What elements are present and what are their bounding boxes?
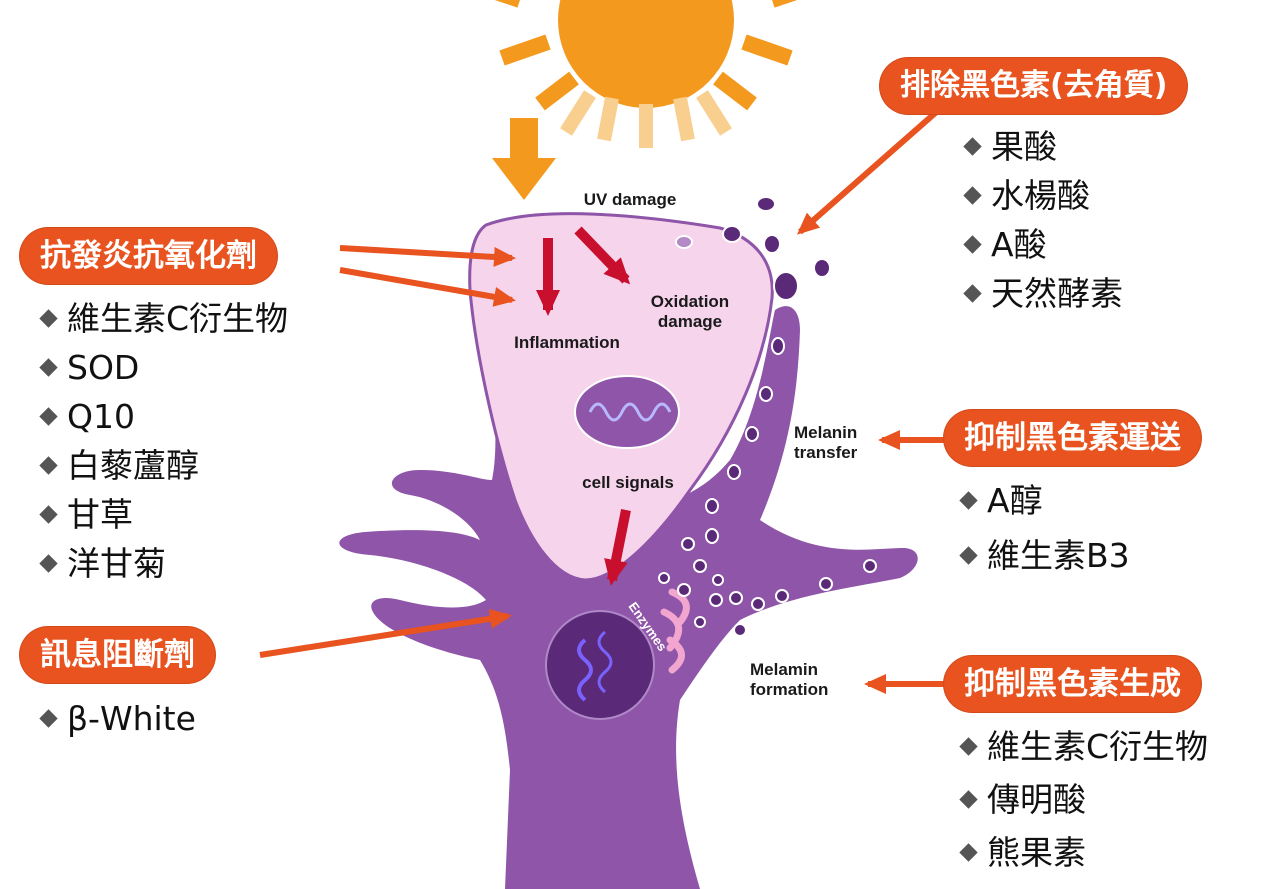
diamond-bullet-icon	[39, 456, 58, 475]
signal-list: β-White	[36, 694, 196, 743]
transfer-list: A醇 維生素B3	[956, 476, 1130, 580]
list-item-label: SOD	[67, 348, 140, 387]
list-item-label: β-White	[67, 699, 196, 738]
inflammation-label: Inflammation	[514, 333, 620, 352]
formation-title: 抑制黑色素生成	[944, 656, 1201, 712]
cell-signals-label: cell signals	[582, 473, 674, 492]
antiox-list: 維生素C衍生物 SOD Q10 白藜蘆醇 甘草 洋甘菊	[36, 294, 288, 588]
list-item-label: Q10	[67, 397, 135, 436]
list-item: A醇	[956, 476, 1130, 525]
melanin-transfer-label: Melanin transfer	[794, 423, 857, 463]
list-item-label: 白藜蘆醇	[67, 446, 199, 485]
list-item: 白藜蘆醇	[36, 441, 288, 490]
list-item-label: 洋甘菊	[67, 544, 166, 583]
list-item-label: 甘草	[67, 495, 133, 534]
list-item: A酸	[960, 220, 1123, 269]
list-item-label: 維生素B3	[987, 536, 1130, 575]
list-item: SOD	[36, 343, 288, 392]
list-item: Q10	[36, 392, 288, 441]
list-item-label: 天然酵素	[991, 274, 1123, 313]
pointer-arrows	[259, 97, 952, 694]
diamond-bullet-icon	[39, 554, 58, 573]
list-item-label: 熊果素	[987, 833, 1086, 872]
melanocyte-nucleus	[545, 610, 655, 720]
damage-arrows	[536, 226, 631, 586]
list-item: 熊果素	[956, 828, 1208, 877]
melanin-transfer-line1: Melanin	[794, 423, 858, 442]
signal-title: 訊息阻斷劑	[20, 627, 215, 683]
list-item-label: 水楊酸	[991, 176, 1090, 215]
list-item: 維生素C衍生物	[36, 294, 288, 343]
list-item-label: 果酸	[991, 127, 1057, 166]
list-item-label: 維生素C衍生物	[987, 727, 1209, 766]
diamond-bullet-icon	[39, 407, 58, 426]
melanosomes	[658, 196, 877, 637]
list-item: 果酸	[960, 122, 1123, 171]
list-item-label: A酸	[991, 225, 1047, 264]
dna-strand-2	[577, 638, 593, 702]
diamond-bullet-icon	[39, 505, 58, 524]
diamond-bullet-icon	[959, 491, 978, 510]
list-item-label: A醇	[987, 481, 1043, 520]
exfoliate-title: 排除黑色素(去角質)	[880, 58, 1188, 114]
keratinocyte-nucleus	[574, 375, 680, 449]
list-item: β-White	[36, 694, 196, 743]
diamond-bullet-icon	[963, 235, 982, 254]
diamond-bullet-icon	[959, 843, 978, 862]
diamond-bullet-icon	[959, 790, 978, 809]
oxidation-label-line1: Oxidation	[650, 292, 730, 311]
list-item: 傳明酸	[956, 775, 1208, 824]
antiox-title: 抗發炎抗氧化劑	[20, 228, 277, 284]
formation-list: 維生素C衍生物 傳明酸 熊果素	[956, 722, 1208, 877]
diamond-bullet-icon	[959, 546, 978, 565]
diamond-bullet-icon	[963, 284, 982, 303]
list-item: 維生素B3	[956, 531, 1130, 580]
enzymes-shape	[660, 588, 690, 674]
uv-arrow	[492, 118, 556, 200]
diamond-bullet-icon	[959, 737, 978, 756]
exfoliate-list: 果酸 水楊酸 A酸 天然酵素	[960, 122, 1123, 318]
list-item: 維生素C衍生物	[956, 722, 1208, 771]
list-item: 天然酵素	[960, 269, 1123, 318]
melanin-transfer-line2: transfer	[794, 443, 858, 462]
melanocyte-shape	[339, 306, 918, 889]
diamond-bullet-icon	[963, 137, 982, 156]
diamond-bullet-icon	[39, 309, 58, 328]
diamond-bullet-icon	[963, 186, 982, 205]
diamond-bullet-icon	[39, 358, 58, 377]
melamin-formation-line2: formation	[750, 680, 829, 699]
transfer-title: 抑制黑色素運送	[944, 410, 1201, 466]
list-item: 甘草	[36, 490, 288, 539]
list-item-label: 傳明酸	[987, 780, 1086, 819]
diamond-bullet-icon	[39, 709, 58, 728]
melamin-formation-line1: Melamin	[750, 660, 819, 679]
oxidation-label: Oxidation damage	[630, 292, 750, 332]
sun-icon	[494, 0, 798, 148]
uv-damage-label: UV damage	[583, 190, 677, 209]
melamin-formation-label: Melamin formation	[750, 660, 828, 700]
oxidation-label-line2: damage	[657, 312, 723, 331]
dna-strand	[588, 402, 672, 422]
list-item-label: 維生素C衍生物	[67, 299, 289, 338]
list-item: 水楊酸	[960, 171, 1123, 220]
list-item: 洋甘菊	[36, 539, 288, 588]
